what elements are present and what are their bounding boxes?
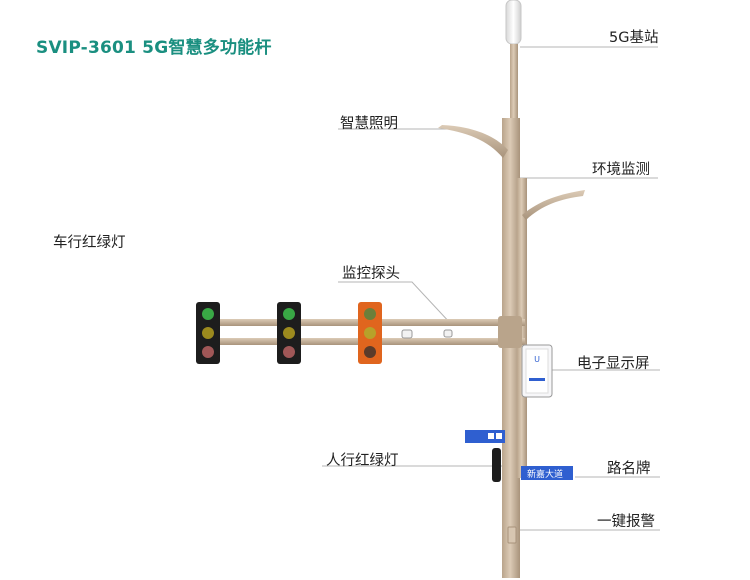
display-screen: U: [521, 344, 553, 398]
leader-camera: [338, 281, 453, 326]
5g-antenna: [505, 0, 522, 45]
street-sign: 新嘉大道: [521, 466, 573, 480]
label-camera: 监控探头: [342, 266, 400, 282]
upper-pole: [510, 44, 518, 124]
arm-clamp: [498, 316, 522, 348]
label-street-sign: 路名牌: [607, 461, 651, 477]
lighting-arm: [438, 125, 508, 158]
street-sign-text: 新嘉大道: [527, 468, 563, 480]
alarm-box: [507, 526, 517, 544]
label-5g-base-station: 5G基站: [609, 30, 659, 46]
vehicle-signal-1: [196, 302, 220, 364]
vehicle-signal-2: [277, 302, 301, 364]
svg-text:U: U: [534, 355, 540, 364]
label-display: 电子显示屏: [577, 356, 650, 372]
leader-lines: [322, 46, 660, 531]
vehicle-signal-3: [358, 302, 382, 364]
label-env-monitor: 环境监测: [592, 162, 650, 178]
page-title: SVIP-3601 5G智慧多功能杆: [36, 38, 272, 58]
label-vehicle-signal: 车行红绿灯: [53, 235, 126, 251]
env-arm: [522, 190, 585, 220]
label-smart-lighting: 智慧照明: [340, 116, 398, 132]
pedestrian-signal: [465, 430, 505, 482]
label-pedestrian-signal: 人行红绿灯: [326, 453, 399, 469]
label-alarm: 一键报警: [597, 514, 655, 530]
camera-icon: [401, 329, 453, 339]
